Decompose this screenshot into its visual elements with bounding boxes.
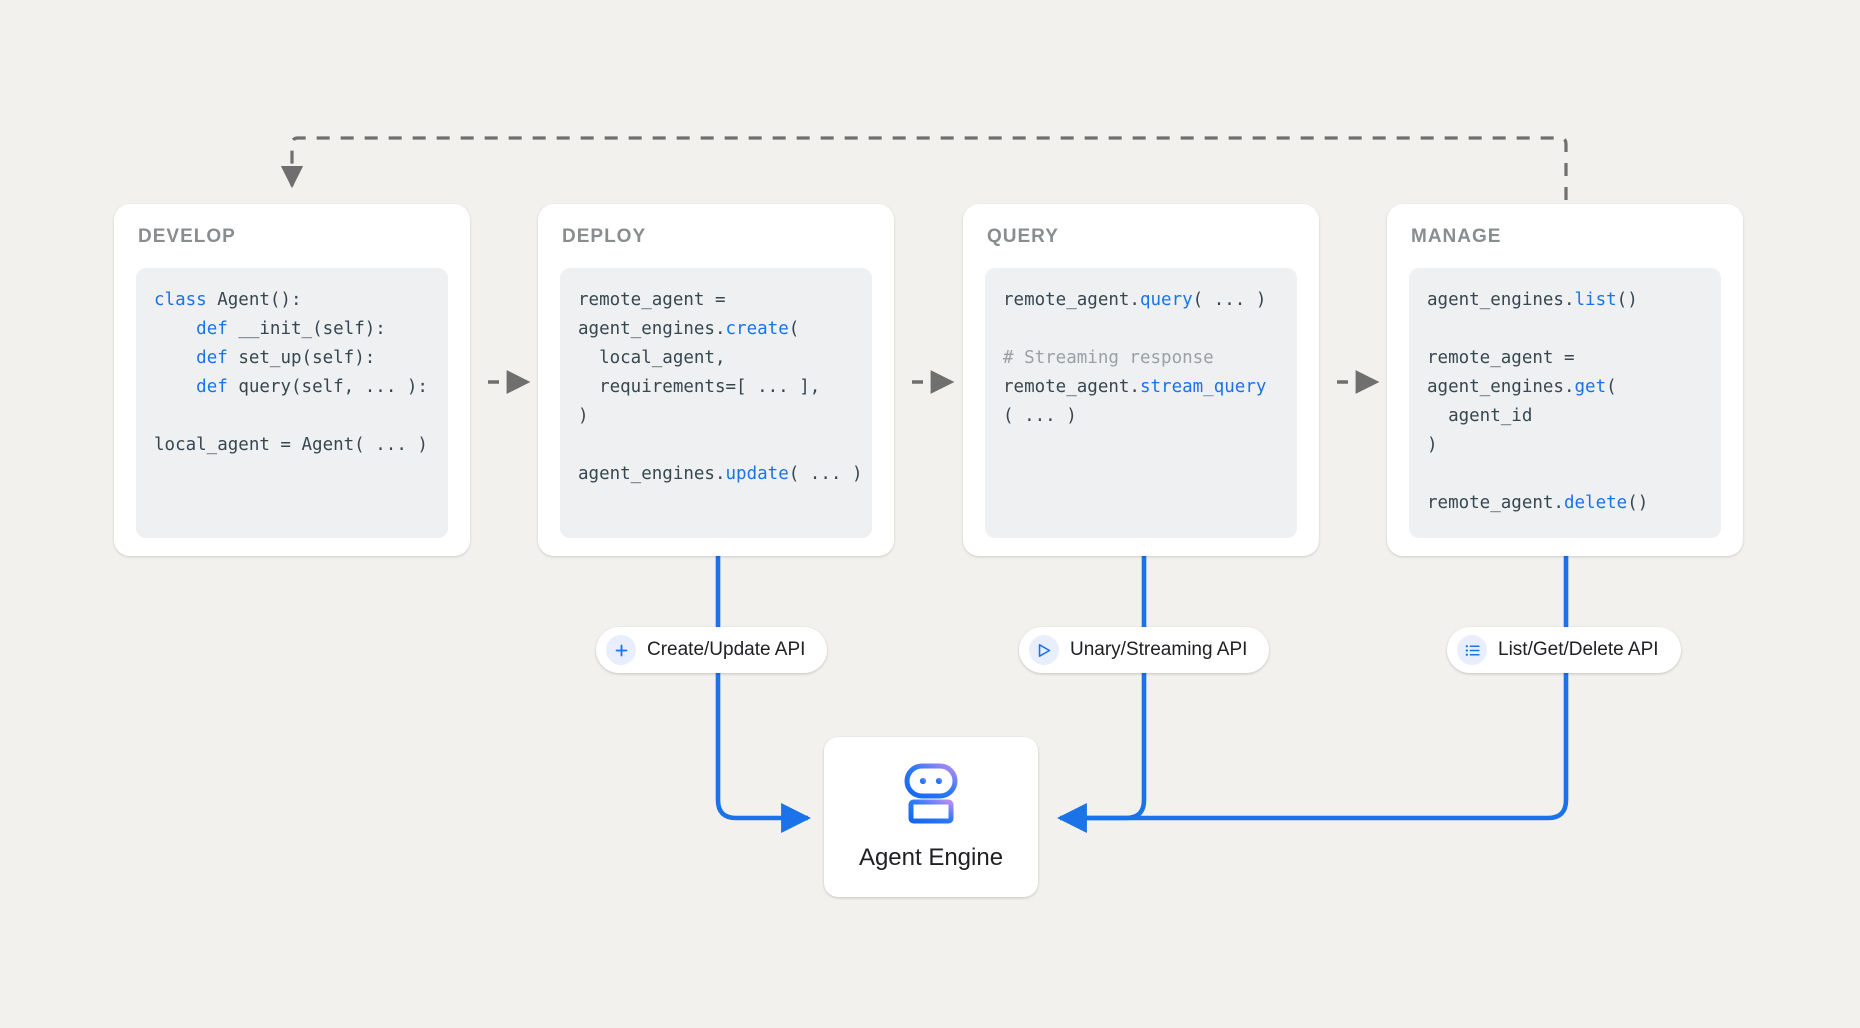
api-pill-list-get-delete[interactable]: List/Get/Delete API — [1447, 627, 1681, 673]
api-pill-label: Unary/Streaming API — [1070, 639, 1248, 660]
list-icon — [1457, 635, 1487, 665]
code-block-develop: class Agent(): def __init_(self): def se… — [136, 268, 448, 538]
stage-title-deploy: DEPLOY — [562, 226, 647, 247]
plus-icon — [606, 635, 636, 665]
wire-query-to-engine — [1057, 556, 1147, 833]
robot-icon — [898, 763, 964, 830]
api-pill-label: List/Get/Delete API — [1498, 639, 1659, 660]
agent-engine-label: Agent Engine — [858, 843, 1004, 871]
send-triangle-icon — [1029, 635, 1059, 665]
stage-title-manage: MANAGE — [1411, 226, 1502, 247]
code-block-query: remote_agent.query( ... ) # Streaming re… — [985, 268, 1297, 538]
feedback-loop-arrow — [280, 136, 1568, 200]
stage-card-manage: MANAGE agent_engines.list() remote_agent… — [1387, 204, 1743, 556]
code-block-manage: agent_engines.list() remote_agent = agen… — [1409, 268, 1721, 538]
agent-engine-node[interactable]: Agent Engine — [824, 737, 1038, 897]
wire-deploy-to-engine — [715, 556, 811, 833]
stage-card-query: QUERY remote_agent.query( ... ) # Stream… — [963, 204, 1319, 556]
stage-card-deploy: DEPLOY remote_agent = agent_engines.crea… — [538, 204, 894, 556]
stage-card-develop: DEVELOP class Agent(): def __init_(self)… — [114, 204, 470, 556]
stage-title-develop: DEVELOP — [138, 226, 236, 247]
api-pill-label: Create/Update API — [647, 639, 806, 660]
code-block-deploy: remote_agent = agent_engines.create( loc… — [560, 268, 872, 538]
stage-title-query: QUERY — [987, 226, 1059, 247]
wire-manage-to-engine — [1062, 556, 1569, 821]
api-pill-create-update[interactable]: Create/Update API — [596, 627, 828, 673]
api-pill-unary-streaming[interactable]: Unary/Streaming API — [1019, 627, 1270, 673]
